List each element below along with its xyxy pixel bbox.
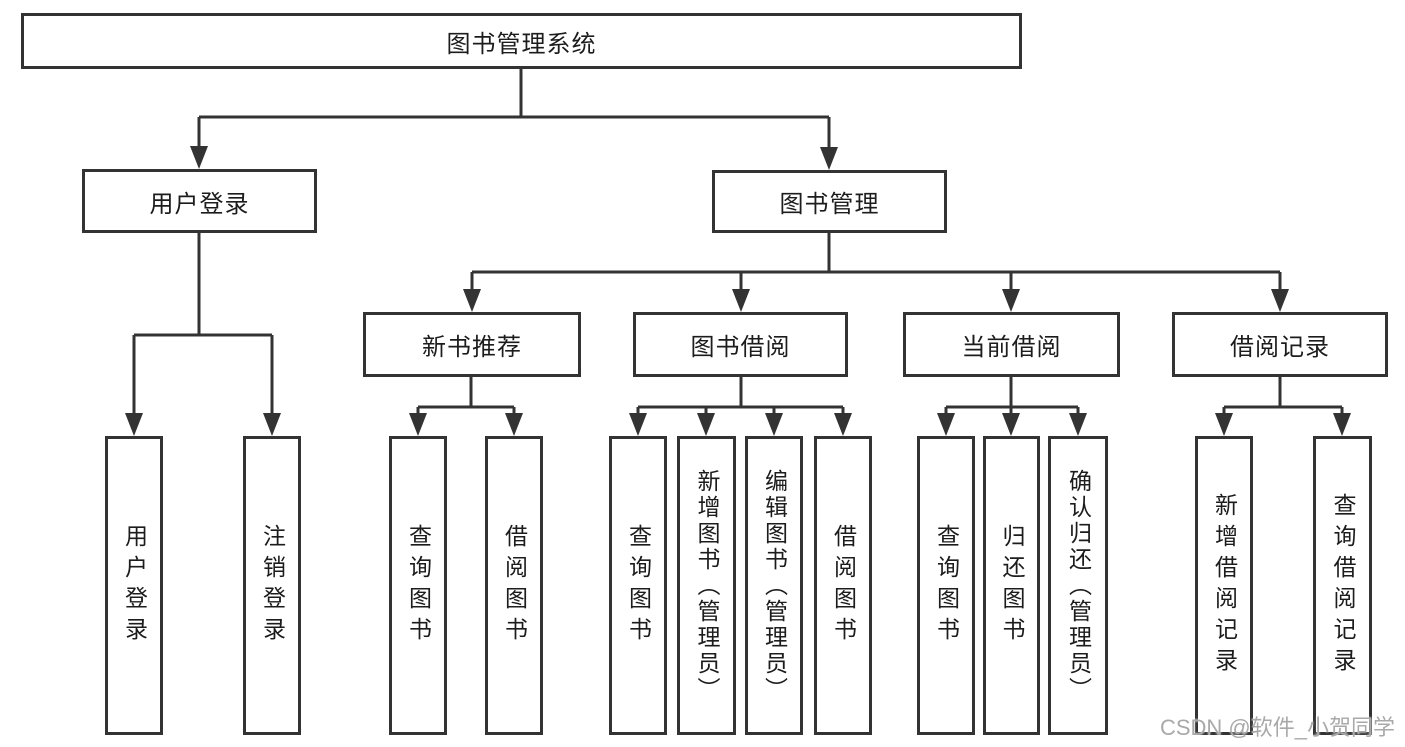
connector-borrow-to-leaves [629, 377, 852, 436]
leaf-query-book-current: 查询图书 [917, 436, 975, 735]
connector-recommend-to-leaves [409, 377, 523, 436]
node-label: 新增图书（管理员） [694, 468, 720, 703]
leaf-add-book-admin: 新增图书（管理员） [677, 436, 736, 735]
leaf-query-book-recommend: 查询图书 [389, 436, 447, 735]
node-label: 当前借阅 [961, 334, 1062, 361]
leaf-user-login: 用户登录 [105, 436, 163, 735]
node-user-login: 用户登录 [82, 169, 317, 233]
node-root-system: 图书管理系统 [21, 13, 1022, 69]
node-label: 确认归还（管理员） [1065, 468, 1092, 703]
leaf-confirm-return-admin: 确认归还（管理员） [1048, 436, 1108, 735]
node-label: 用户登录 [121, 523, 148, 648]
leaf-logout: 注销登录 [243, 436, 301, 735]
node-new-book-recommend: 新书推荐 [363, 312, 581, 377]
connector-current-to-leaves [937, 377, 1087, 436]
node-borrow-records: 借阅记录 [1172, 312, 1388, 377]
leaf-add-borrow-record: 新增借阅记录 [1195, 436, 1253, 735]
node-label: 查询借阅记录 [1330, 492, 1356, 679]
node-label: 用户登录 [149, 190, 250, 218]
node-label: 归还图书 [999, 523, 1025, 648]
node-label: 查询图书 [933, 523, 960, 648]
node-label: 注销登录 [259, 523, 286, 648]
leaf-edit-book-admin: 编辑图书（管理员） [745, 436, 803, 735]
node-label: 新增借阅记录 [1211, 492, 1238, 679]
node-label: 借阅记录 [1230, 334, 1330, 361]
node-book-borrow: 图书借阅 [633, 312, 848, 377]
node-current-borrow: 当前借阅 [903, 312, 1120, 377]
csdn-watermark: CSDN @软件_小贺同学 [1159, 715, 1395, 740]
node-label: 新书推荐 [422, 334, 522, 361]
leaf-borrow-book-recommend: 借阅图书 [485, 436, 543, 735]
connector-records-to-leaves [1215, 377, 1351, 436]
node-label: 借阅图书 [830, 523, 857, 648]
node-label: 借阅图书 [501, 523, 528, 648]
leaf-query-borrow-record: 查询借阅记录 [1313, 436, 1372, 735]
connector-login-to-leaves [125, 233, 281, 436]
node-label: 查询图书 [625, 523, 652, 648]
connector-management-to-level2 [463, 233, 1289, 312]
node-label: 编辑图书（管理员） [761, 468, 788, 703]
connector-root-to-level1 [190, 69, 838, 170]
leaf-query-book-borrow: 查询图书 [609, 436, 667, 735]
node-label: 图书借阅 [690, 334, 791, 361]
node-label: 图书管理系统 [446, 30, 597, 58]
node-label: 查询图书 [405, 523, 432, 648]
leaf-borrow-book-borrow: 借阅图书 [814, 436, 872, 735]
node-label: 图书管理 [779, 191, 880, 218]
node-book-management: 图书管理 [712, 170, 947, 233]
leaf-return-book: 归还图书 [983, 436, 1040, 735]
